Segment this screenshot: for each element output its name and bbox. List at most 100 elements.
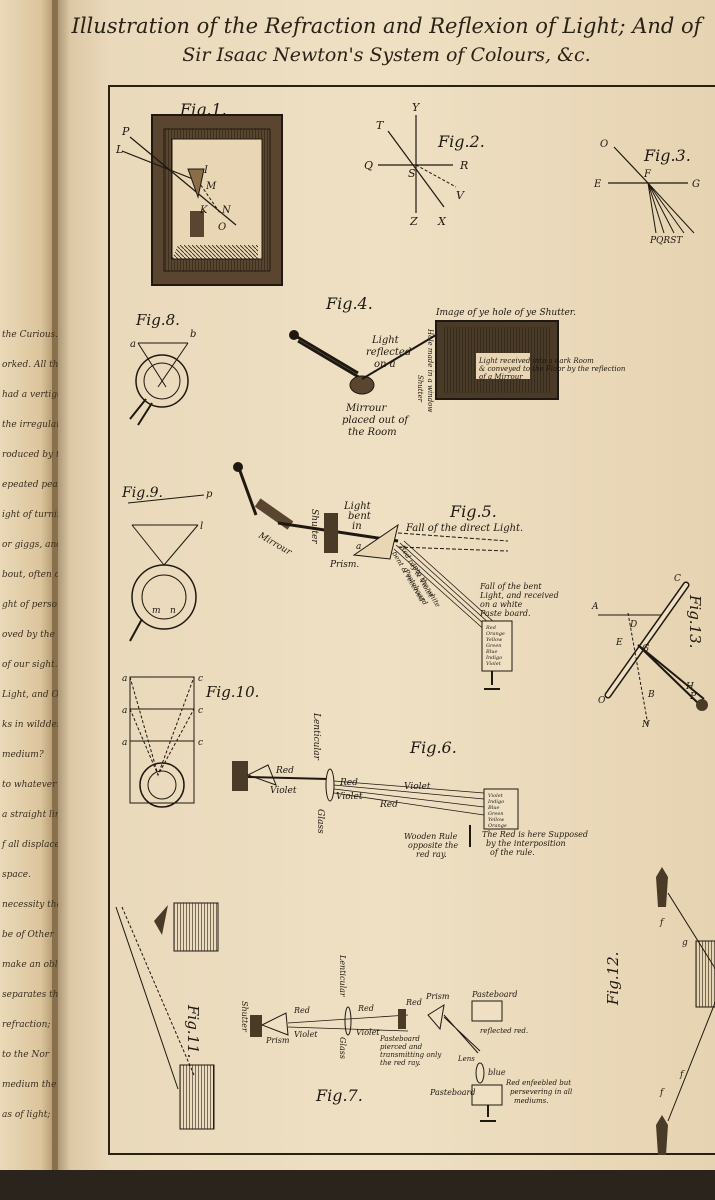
fig7-text: reflected red.: [480, 1027, 528, 1035]
fig2-letter: Q: [364, 159, 373, 172]
fig13-letter: A: [591, 602, 599, 612]
left-page-text-fragment: the irregular mo-: [2, 420, 59, 430]
fig3-letter: G: [692, 179, 700, 190]
fig6-text: Violet: [404, 782, 431, 792]
fig9-letter: p: [206, 489, 213, 500]
fig13-letter: C: [674, 574, 681, 584]
fig5-text: Mirrour: [256, 530, 294, 558]
plate-frame: Fig.1. P L I M K N O Fig.2.: [108, 85, 715, 1155]
fig4-diagram: Fig.4. Image of ye hole of ye Shutter. L…: [289, 294, 626, 438]
fig2-letter: Z: [409, 215, 418, 228]
fig5-text: Prism.: [329, 560, 359, 570]
fig5-colour: Red: [485, 625, 496, 631]
fig7-text: persevering in all: [510, 1088, 572, 1096]
fig1-letter: I: [203, 165, 209, 176]
fig9-diagram: Fig.9. p l m n: [121, 485, 213, 642]
fig10-letter: a: [122, 674, 127, 684]
plate-title-line1: Illustration of the Refraction and Refle…: [71, 14, 702, 38]
fig2-diagram: Fig.2. T Y Q R S V Z X: [364, 101, 485, 228]
left-page-text-fragment: ight of turning: [2, 510, 58, 520]
left-page-text-fragment: to the Nor: [2, 1050, 50, 1060]
fig7-text: Red enfeebled but: [505, 1079, 571, 1087]
fig7-text: Red: [293, 1006, 310, 1015]
fig1-letter: O: [218, 222, 226, 233]
left-page-text-fragment: to whatever fol-: [2, 780, 58, 790]
fig7-text: pierced and: [380, 1043, 423, 1051]
fig12-diagram: Fig.12. f f g e e f: [604, 867, 715, 1155]
fig5-text: in: [352, 521, 362, 532]
fig7-text: Pasteboard: [379, 1035, 420, 1043]
left-page-text-fragment: orked. All the: [2, 360, 59, 370]
fig7-text: Lens: [457, 1055, 475, 1063]
left-page-text-fragment: separates the: [2, 990, 59, 1000]
fig5-text: on a white: [480, 600, 523, 609]
fig6-text: Red: [379, 800, 398, 810]
fig5-colour: Indigo: [485, 655, 502, 661]
fig6-text: Violet: [270, 786, 297, 796]
fig12-letter: f: [679, 1070, 685, 1080]
fig6-text: The Red is here Supposed: [482, 830, 588, 839]
fig12-letter: g: [682, 938, 688, 948]
fig7-text: the red ray.: [380, 1059, 421, 1067]
fig1-diagram: Fig.1. P L I M K N O: [115, 100, 283, 286]
fig6-text: red ray.: [416, 850, 447, 859]
fig4-text: Mirrour: [345, 403, 387, 414]
fig7-text: Violet: [356, 1028, 380, 1037]
fig1-letter: N: [221, 205, 232, 216]
fig6-colour: Green: [488, 811, 504, 817]
fig10-letter: c: [198, 674, 203, 684]
fig7-text: Prism: [425, 992, 450, 1001]
fig7-text: Glass: [338, 1037, 347, 1059]
fig4-text: the Room: [348, 427, 397, 438]
fig5-text: Paste board.: [479, 609, 531, 618]
fig2-letter: V: [456, 189, 465, 202]
fig6-diagram: Fig.6. Lenticular Glass Red Violet Red V…: [232, 712, 588, 859]
fig4-text: & conveyed to the Floor by the reflectio…: [479, 365, 626, 373]
fig13-letter: H: [685, 682, 694, 692]
fig6-colour: Blue: [487, 805, 499, 811]
fig3-label: Fig.3.: [643, 146, 691, 165]
fig2-letter: S: [408, 167, 416, 180]
fig7-diagram: Fig.7. Shutter Prism Red Violet Red Viol…: [240, 954, 572, 1122]
fig3-letter: O: [600, 139, 608, 150]
fig1-letter: M: [205, 181, 217, 192]
fig9-label: Fig.9.: [121, 485, 163, 501]
left-page-text-fragment: medium the: [2, 1080, 57, 1090]
fig6-colour: Violet: [488, 793, 504, 799]
fig5-colour: Blue: [485, 649, 497, 655]
fig6-text: of the rule.: [490, 848, 535, 857]
fig6-label: Fig.6.: [409, 738, 457, 757]
fig3-diagram: Fig.3. O E F G PQRST: [593, 139, 700, 246]
left-page-text-fragment: a straight line;: [2, 810, 58, 820]
fig10-letter: a: [122, 706, 127, 716]
left-page-text-fragment: of our sight.: [2, 660, 58, 670]
fig10-label: Fig.10.: [205, 683, 259, 701]
fig5-text: a: [356, 542, 361, 552]
fig5-text: Light, and received: [479, 591, 559, 600]
fig13-letter: D: [629, 620, 637, 630]
fig13-letter: O: [598, 696, 606, 706]
fig6-text: opposite the: [408, 841, 458, 850]
fig7-text: Shutter: [240, 1001, 249, 1033]
fig13-letter: P: [689, 692, 697, 702]
fig6-colour: Orange: [488, 823, 507, 829]
fig13-letter: N: [641, 720, 651, 730]
fig6-text: Violet: [336, 792, 363, 802]
fig9-letter: l: [200, 521, 203, 532]
fig5-colour: Orange: [486, 631, 505, 637]
fig4-text: of a Mirrour: [479, 373, 523, 381]
fig8-label: Fig.8.: [135, 311, 180, 329]
fig12-letter: f: [659, 1088, 665, 1098]
fig7-text: blue: [488, 1068, 506, 1077]
fig6-colour: Indigo: [487, 799, 504, 805]
fig2-letter: R: [459, 159, 468, 172]
fig5-label: Fig.5.: [449, 502, 497, 521]
engraved-plate: Illustration of the Refraction and Refle…: [58, 0, 715, 1200]
page-gutter-shadow: [52, 0, 70, 1200]
left-page-text-fragment: as of light;: [2, 1110, 51, 1120]
fig8-diagram: Fig.8. a b: [129, 311, 196, 426]
fig4-image-label: Image of ye hole of ye Shutter.: [435, 308, 576, 318]
left-page-text-fragment: necessity the: [2, 900, 59, 910]
